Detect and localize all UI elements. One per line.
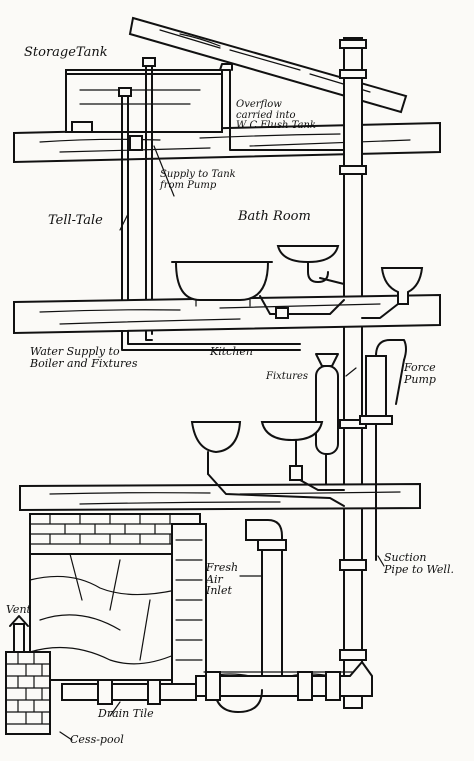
label-cess-pool: Cess-pool [70, 733, 124, 746]
soil-stack [339, 37, 367, 709]
kitchen-drain [207, 473, 345, 507]
force-pump [359, 339, 407, 425]
label-bath-room: Bath Room [238, 209, 311, 224]
label-water-supply: Water Supply to Boiler and Fixtures [30, 345, 138, 370]
label-force-pump: Force Pump [404, 361, 436, 386]
middle-floor-beam [13, 293, 441, 335]
label-storage-tank: StorageTank [24, 45, 108, 60]
label-tell-tale: Tell-Tale [48, 213, 103, 228]
label-suction-pipe: Suction Pipe to Well. [384, 551, 454, 576]
cess-pool [5, 615, 51, 735]
foundation-wall [29, 513, 207, 685]
label-fixtures: Fixtures [266, 371, 309, 382]
water-closet [361, 267, 424, 319]
supply-pipes [118, 57, 301, 351]
label-kitchen: Kitchen [210, 345, 253, 358]
laundry-tub [190, 421, 242, 475]
label-fresh-air: Fresh Air Inlet [206, 561, 239, 598]
bathtub [171, 261, 289, 319]
kitchen-sink [260, 421, 324, 481]
fresh-air-inlet [245, 519, 287, 691]
label-drain-tile: Drain Tile [98, 707, 154, 720]
kitchen-boiler [315, 353, 339, 485]
house-drain [195, 660, 373, 713]
roof-rafter [128, 16, 408, 114]
label-vent: Vent [6, 603, 31, 616]
drain-tile [61, 679, 197, 705]
bath-branch [287, 299, 345, 315]
leader-lines [59, 145, 385, 741]
storage-tank [65, 69, 223, 133]
bath-basin [276, 245, 345, 285]
label-supply-tank: Supply to Tank from Pump [160, 169, 236, 191]
label-overflow: Overflow carried into W C Flush Tank [236, 99, 316, 131]
